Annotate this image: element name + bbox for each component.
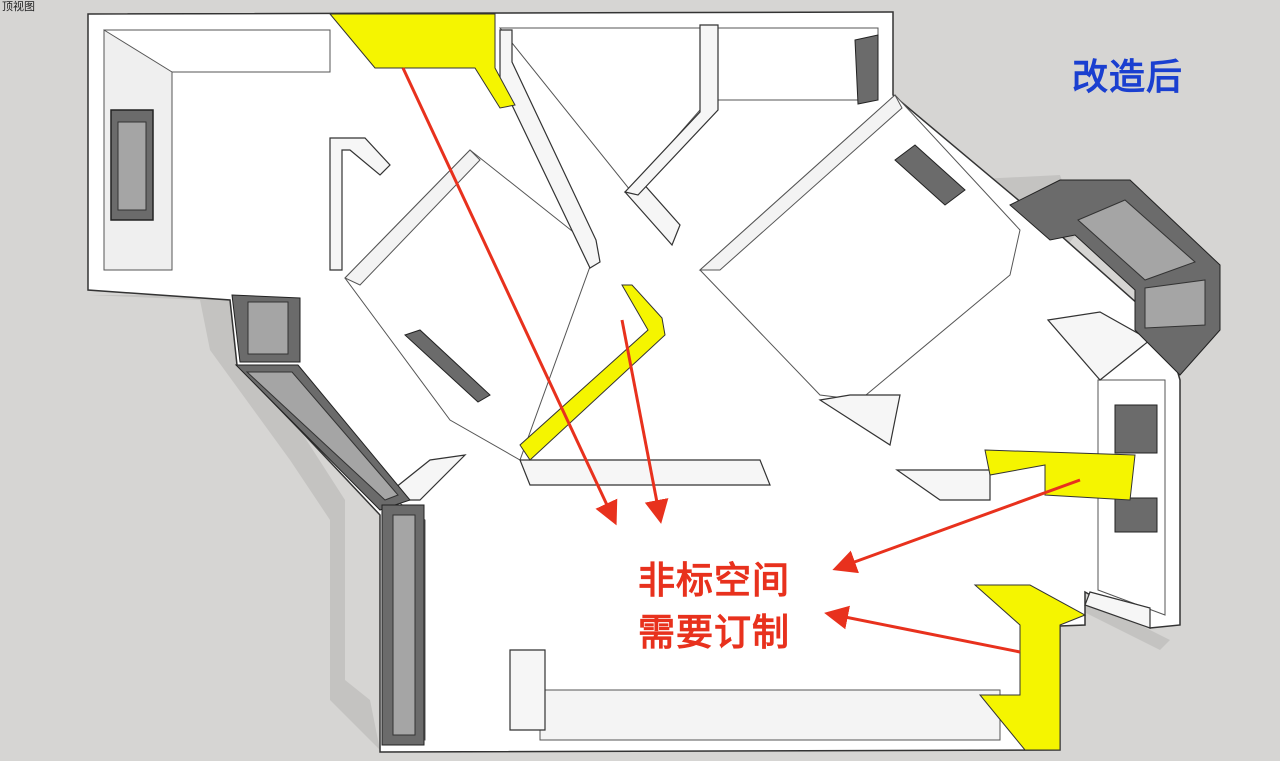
window-inner-bedroom	[404, 329, 491, 403]
arrow-right-cabinet	[832, 478, 1081, 574]
window-right-lower	[1114, 497, 1158, 533]
arrow-top-cabinet	[401, 67, 618, 526]
custom-cabinets	[328, 13, 1136, 751]
interior-walls	[329, 24, 1152, 731]
annotation-line-2: 需要订制	[638, 611, 790, 654]
cabinet-top	[328, 13, 516, 109]
arrow-center-cabinet	[620, 319, 669, 524]
after-renovation-title: 改造后	[1072, 57, 1184, 98]
window-right-upper	[1114, 404, 1158, 454]
cabinet-right	[984, 449, 1136, 501]
windows	[110, 34, 1221, 746]
annotation-arrows	[401, 67, 1081, 654]
arrow-bottom-cabinet	[824, 605, 1021, 654]
annotation-line-1: 非标空间	[638, 559, 790, 602]
view-mode-label: 顶视图	[2, 0, 35, 13]
cabinet-bottom	[973, 584, 1087, 751]
window-bedroom	[894, 144, 966, 206]
window-top-right	[854, 34, 879, 105]
